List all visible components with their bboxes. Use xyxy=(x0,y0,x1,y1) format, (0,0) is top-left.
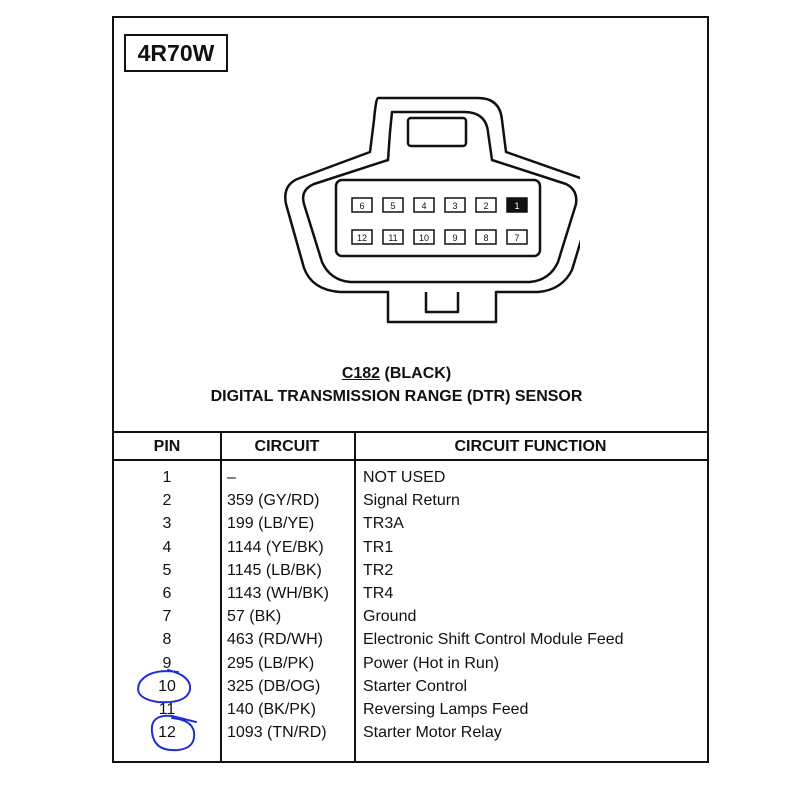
pin-cell: 5 xyxy=(162,561,172,579)
circuit-cell: 1144 (YE/BK) xyxy=(227,538,324,556)
pin-cavity-12 xyxy=(351,229,373,245)
connector-drawing: 6 5 4 3 2 1 12 11 10 9 8 7 xyxy=(284,96,580,324)
function-cell: TR2 xyxy=(363,561,394,579)
circuit-cell: 359 (GY/RD) xyxy=(227,492,320,510)
table-top-rule xyxy=(114,431,707,433)
connector-inner-shell xyxy=(301,110,578,284)
connector-color: (BLACK) xyxy=(384,365,452,382)
table-row: 4 1144 (YE/BK) TR1 xyxy=(114,539,707,562)
pin-cavity-10 xyxy=(413,229,435,245)
lock-slot xyxy=(424,292,460,314)
pin-cavity-label: 2 xyxy=(483,201,488,211)
function-cell: Signal Return xyxy=(363,492,460,510)
circuit-cell: 1093 (TN/RD) xyxy=(227,724,327,742)
pin-cavity-label: 10 xyxy=(419,233,429,243)
connector-title: C182 (BLACK) xyxy=(0,365,793,383)
pin-cavity-2 xyxy=(475,197,497,213)
pinout-table: PIN CIRCUIT CIRCUIT FUNCTION 1 – NOT USED 2… xyxy=(114,431,707,761)
pin-cell: 1 xyxy=(162,469,172,486)
pin-cell: 11 xyxy=(158,701,176,718)
pin-cavity-5 xyxy=(382,197,404,213)
function-cell: Starter Control xyxy=(363,677,468,695)
header-circuit-function: CIRCUIT FUNCTION xyxy=(454,438,607,455)
diagram-frame xyxy=(112,16,709,763)
circuit-cell: 463 (RD/WH) xyxy=(227,631,324,649)
table-row: 11 140 (BK/PK) Reversing Lamps Feed xyxy=(114,701,707,724)
pin-cavity-label: 4 xyxy=(421,201,426,211)
table-row: 8 463 (RD/WH) Electronic Shift Control Mod… xyxy=(114,631,707,654)
pin-cell: 8 xyxy=(162,631,172,649)
pin-cavity-3 xyxy=(444,197,466,213)
pin-cavity-1 xyxy=(506,197,528,213)
function-cell: Reversing Lamps Feed xyxy=(363,701,529,718)
table-row: 3 199 (LB/YE) TR3A xyxy=(114,515,707,538)
pin-cavity-4 xyxy=(413,197,435,213)
circuit-cell: 1145 (LB/BK) xyxy=(227,561,322,579)
pin-cell: 4 xyxy=(162,538,172,556)
function-cell: TR4 xyxy=(363,585,394,602)
function-cell: Starter Motor Relay xyxy=(363,724,502,742)
table-row: 7 57 (BK) Ground xyxy=(114,608,707,631)
pin-cavity-11 xyxy=(382,229,404,245)
pin-cavity-label: 7 xyxy=(514,233,519,243)
pin-cell: 6 xyxy=(162,585,172,602)
table-col-divider-2 xyxy=(354,431,356,761)
pin-cavity-9 xyxy=(444,229,466,245)
circuit-cell: 199 (LB/YE) xyxy=(227,515,315,533)
table-row: 12 1093 (TN/RD) Starter Motor Relay xyxy=(114,724,707,747)
pin-cavity-label: 3 xyxy=(452,201,457,211)
pin-cell: 2 xyxy=(162,492,172,510)
function-cell: Ground xyxy=(363,608,417,626)
model-label: 4R70W xyxy=(124,34,228,72)
connector-outer-shell xyxy=(284,96,580,324)
connector-name: DIGITAL TRANSMISSION RANGE (DTR) SENSOR xyxy=(210,388,583,405)
circuit-cell: 1143 (WH/BK) xyxy=(227,585,329,602)
table-row: 6 1143 (WH/BK) TR4 xyxy=(114,585,707,608)
function-cell: TR1 xyxy=(363,538,394,556)
table-row: 2 359 (GY/RD) Signal Return xyxy=(114,492,707,515)
function-cell: Electronic Shift Control Module Feed xyxy=(363,631,624,649)
function-cell: Power (Hot in Run) xyxy=(363,654,500,672)
function-cell: TR3A xyxy=(363,515,404,533)
header-circuit: CIRCUIT xyxy=(254,438,320,455)
table-row: 5 1145 (LB/BK) TR2 xyxy=(114,562,707,585)
pin-cell: 9 xyxy=(162,654,172,672)
table-row: 10 325 (DB/OG) Starter Control xyxy=(114,678,707,701)
latch-tab xyxy=(406,116,468,148)
circuit-cell: 295 (LB/PK) xyxy=(227,654,315,672)
circuit-cell: 140 (BK/PK) xyxy=(227,701,316,718)
table-col-divider-1 xyxy=(220,431,222,761)
pin-cavity-7 xyxy=(506,229,528,245)
pin-cavity-label: 1 xyxy=(514,201,519,211)
pin-cavity-block xyxy=(334,178,542,258)
pin-cavity-6 xyxy=(351,197,373,213)
function-cell: NOT USED xyxy=(363,469,446,486)
pin-cavity-label: 8 xyxy=(483,233,488,243)
circuit-cell: 57 (BK) xyxy=(227,608,282,626)
pin-cell: 12 xyxy=(158,724,176,742)
pin-cavity-label: 6 xyxy=(359,201,364,211)
table-row: 9 295 (LB/PK) Power (Hot in Run) xyxy=(114,655,707,678)
circuit-cell: – xyxy=(227,469,236,486)
pin-cavity-8 xyxy=(475,229,497,245)
pin-cavity-label: 11 xyxy=(388,233,397,243)
table-row: 1 – NOT USED xyxy=(114,469,707,492)
pin-cell: 3 xyxy=(162,515,172,533)
pin-cell: 7 xyxy=(162,608,172,626)
circuit-cell: 325 (DB/OG) xyxy=(227,677,321,695)
table-header-rule xyxy=(114,459,707,461)
pin-cell: 10 xyxy=(158,677,176,695)
header-pin: PIN xyxy=(153,438,181,455)
pin-cavity-label: 9 xyxy=(452,233,457,243)
pin-cavity-label: 5 xyxy=(390,201,395,211)
pin-cavity-label: 12 xyxy=(357,233,367,243)
connector-id: C182 xyxy=(341,365,381,382)
